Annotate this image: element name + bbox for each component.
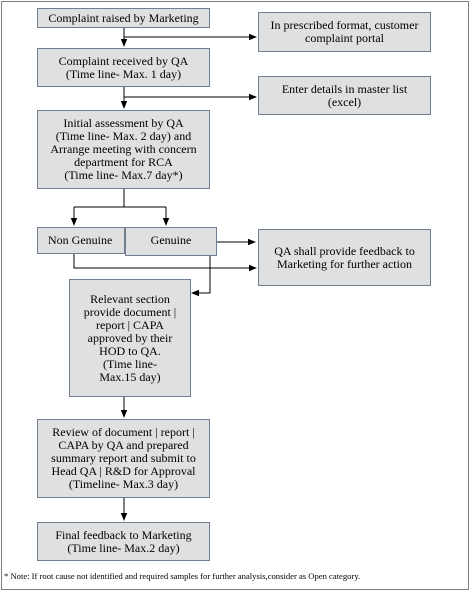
box-complaint-received: Complaint received by QA (Time line- Max… — [37, 48, 210, 87]
arrow-genuine-to-relevant-section — [191, 256, 211, 297]
box-master-list-text: Enter details in master list (excel) — [281, 81, 408, 109]
box-non-genuine: Non Genuine — [37, 227, 125, 254]
box-initial-assessment: Initial assessment by QA (Time line- Max… — [37, 110, 210, 189]
box-prescribed-format-text: In prescribed format, customer complaint… — [270, 18, 419, 45]
box-review-text: Review of document | report | CAPA by QA… — [51, 425, 196, 491]
box-relevant-section: Relevant section provide document | repo… — [69, 279, 191, 397]
box-final-feedback: Final feedback to Marketing (Time line- … — [37, 522, 210, 561]
box-qa-feedback: QA shall provide feedback to Marketing f… — [258, 229, 431, 286]
box-complaint-raised: Complaint raised by Marketing — [37, 8, 210, 28]
box-review: Review of document | report | CAPA by QA… — [37, 419, 210, 498]
arrow-non-genuine-to-qa-feedback — [73, 254, 257, 272]
box-initial-assessment-text: Initial assessment by QA (Time line- Max… — [50, 116, 197, 182]
box-complaint-received-text: Complaint received by QA (Time line- Max… — [58, 53, 189, 81]
footnote: * Note: If root cause not identified and… — [4, 571, 361, 581]
box-complaint-raised-text: Complaint raised by Marketing — [48, 10, 199, 25]
box-relevant-section-text: Relevant section provide document | repo… — [83, 291, 177, 384]
box-prescribed-format: In prescribed format, customer complaint… — [258, 12, 431, 52]
box-genuine-text: Genuine — [150, 233, 192, 247]
box-master-list: Enter details in master list (excel) — [258, 76, 431, 115]
box-non-genuine-text: Non Genuine — [48, 233, 113, 247]
box-genuine: Genuine — [125, 227, 217, 256]
box-final-feedback-text: Final feedback to Marketing (Time line- … — [55, 527, 192, 555]
box-qa-feedback-text: QA shall provide feedback to Marketing f… — [274, 243, 415, 271]
